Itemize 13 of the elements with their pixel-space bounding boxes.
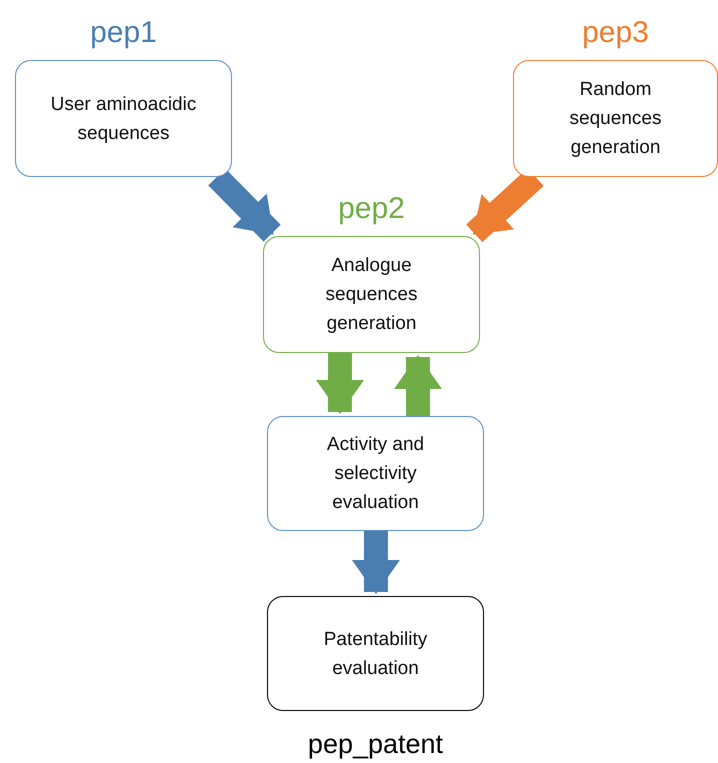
box-caption: pep_patent [306, 729, 444, 760]
arrow [394, 355, 442, 416]
node-heading: pep2 [337, 191, 406, 227]
box-text: Analogue sequences generation [324, 254, 418, 336]
node-heading: pep1 [89, 15, 158, 51]
box-text: Activity and selectivity evaluation [326, 433, 426, 515]
node-heading: pep3 [581, 15, 650, 51]
arrow [208, 168, 281, 242]
box-text: Patentability evaluation [322, 628, 428, 680]
box-text: User aminoacidic sequences [50, 92, 198, 146]
arrow [316, 352, 364, 414]
box-text: Random sequences generation [568, 78, 662, 160]
arrow [352, 531, 400, 594]
